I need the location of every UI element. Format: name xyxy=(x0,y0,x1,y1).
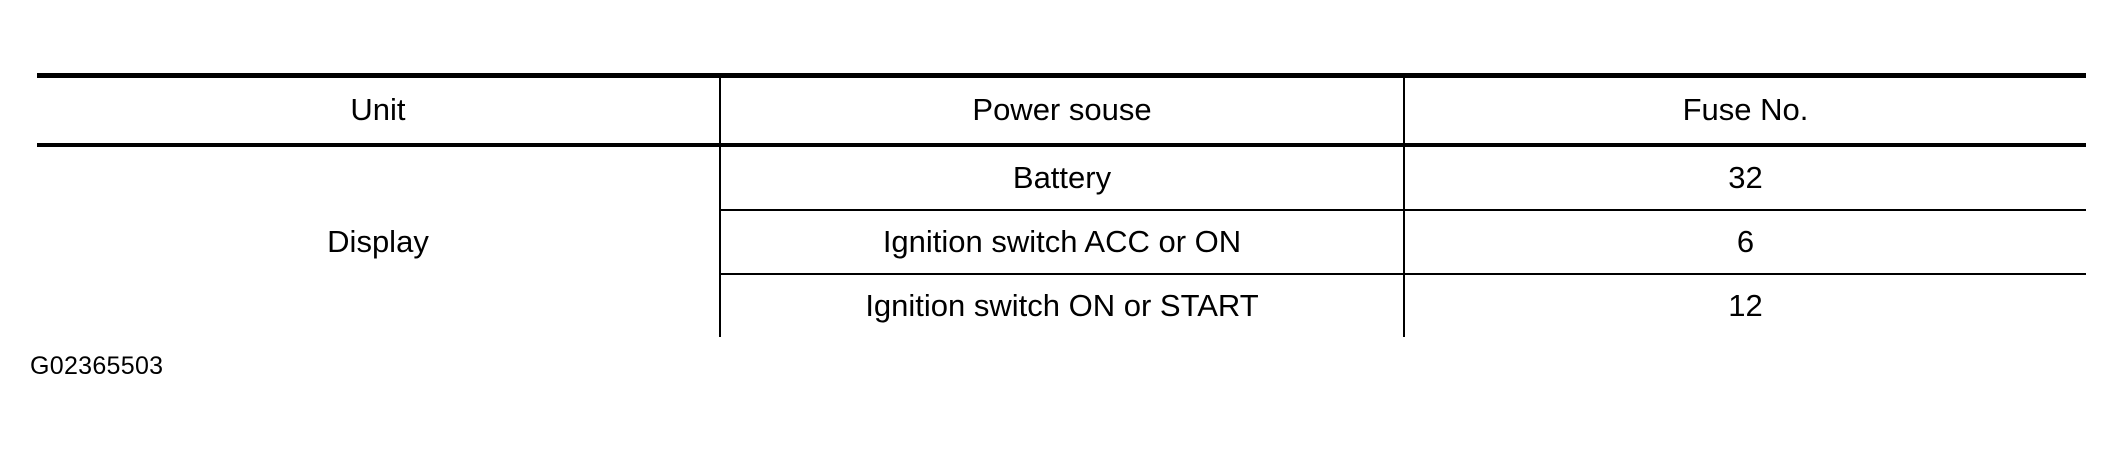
fuse-table-container: Unit Power souse Fuse No. Display Batter… xyxy=(37,73,2086,337)
fuse-no-cell: 32 xyxy=(1403,145,2086,211)
fuse-no-cell: 12 xyxy=(1403,274,2086,337)
unit-group-cell-display: Display xyxy=(327,223,429,259)
table-body: Display Battery 32 Ignition switch ACC o… xyxy=(37,145,2086,337)
table-row: Ignition switch ON or START 12 xyxy=(37,274,2086,337)
column-header-power-source: Power souse xyxy=(719,73,1404,147)
figure-caption-id: G02365503 xyxy=(30,352,164,380)
table-header-row: Unit Power souse Fuse No. xyxy=(37,73,2086,147)
table-row: Ignition switch ACC or ON 6 xyxy=(37,210,2086,275)
power-source-cell: Battery xyxy=(719,145,1404,211)
column-header-unit: Unit xyxy=(37,73,720,147)
table-row: Display Battery 32 xyxy=(37,145,2086,259)
power-source-cell: Ignition switch ACC or ON xyxy=(719,210,1404,275)
power-source-fuse-table: Unit Power souse Fuse No. Display Batter… xyxy=(37,73,2086,337)
fuse-no-cell: 6 xyxy=(1403,210,2086,275)
power-source-cell: Ignition switch ON or START xyxy=(719,274,1404,337)
column-header-fuse-no: Fuse No. xyxy=(1403,73,2086,147)
table-header: Unit Power souse Fuse No. xyxy=(37,73,2086,147)
